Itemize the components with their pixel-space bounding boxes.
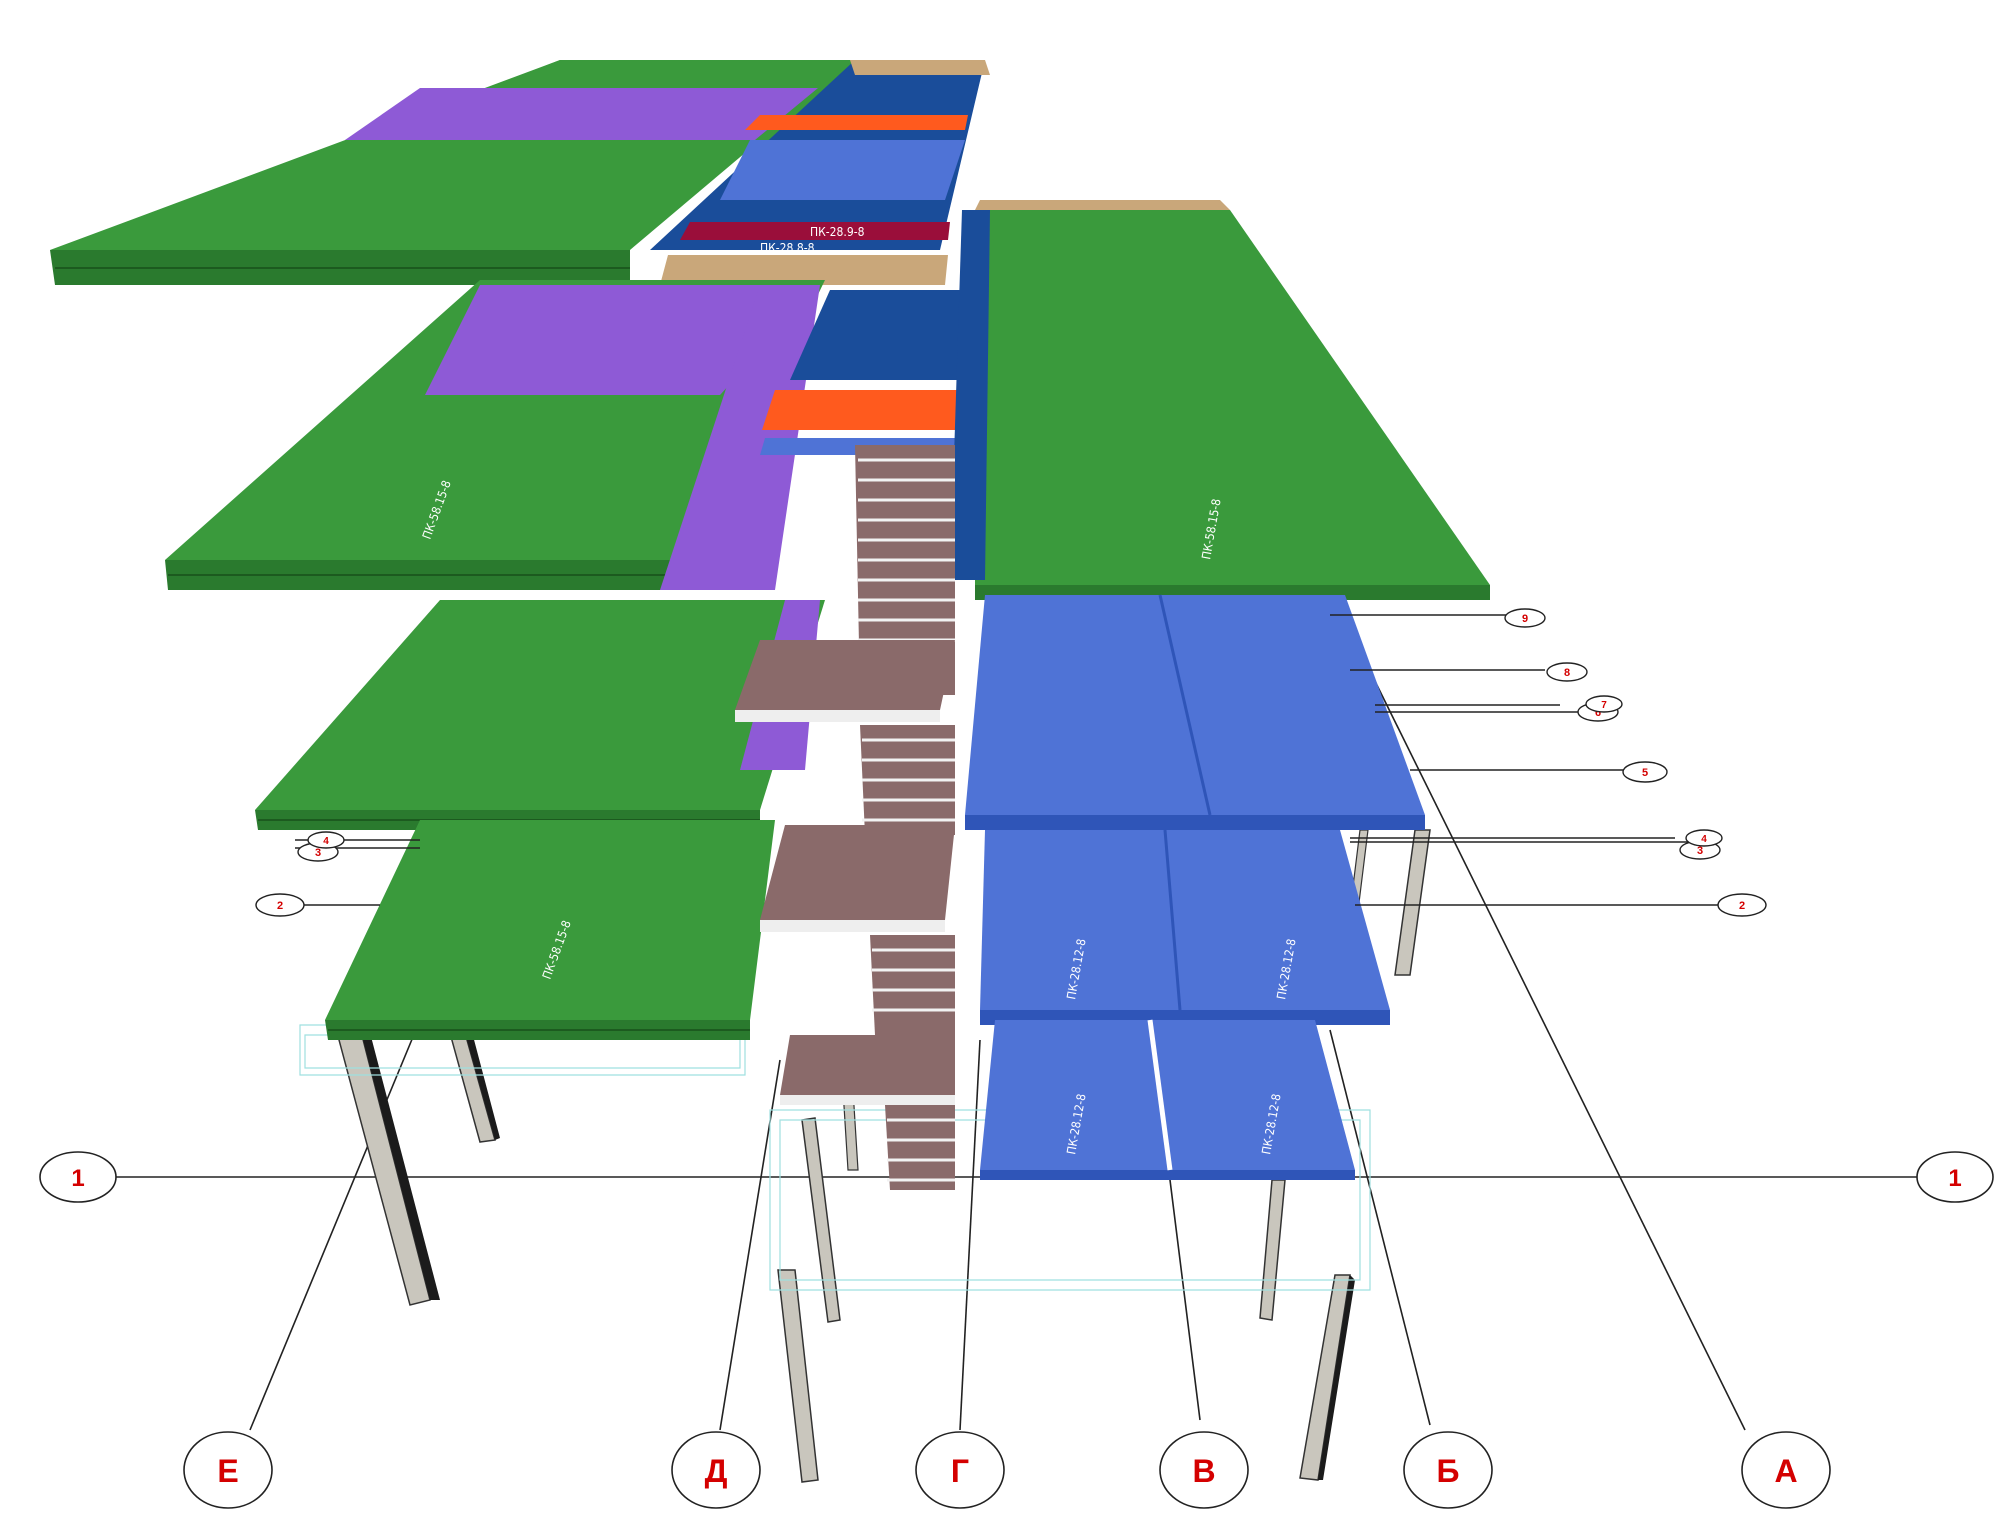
svg-text:Д: Д (705, 1453, 728, 1489)
axis-line-E (249, 1019, 421, 1431)
stair-treads-middle (862, 738, 955, 822)
axis-line-A (1329, 589, 1746, 1431)
svg-text:А: А (1774, 1453, 1797, 1489)
svg-text:7: 7 (1601, 700, 1607, 711)
svg-text:1: 1 (71, 1165, 84, 1192)
level-bubble-8: 8 (1546, 662, 1588, 682)
svg-text:8: 8 (1564, 667, 1570, 679)
svg-text:Б: Б (1437, 1453, 1460, 1489)
level-bubble-4-right: 4 (1685, 829, 1723, 847)
axis-line-D (719, 1059, 781, 1431)
level-bubble-4-left: 4 (307, 831, 345, 849)
axis-bubble-1-right: 1 (1916, 1151, 1994, 1203)
svg-text:Е: Е (217, 1453, 238, 1489)
slab-floor-top-right: ПК-58.15-8 (950, 200, 1490, 600)
level-bubbles-right: 9 8 6 7 5 3 4 2 (1504, 608, 1767, 917)
staircase (735, 445, 955, 1190)
svg-text:5: 5 (1642, 767, 1648, 779)
axis-bubble-D: Д (671, 1431, 761, 1509)
slab-floor-4-left: ПК-58.15-8 (325, 820, 775, 1040)
svg-text:2: 2 (277, 900, 283, 912)
axis-bubble-G: Г (915, 1431, 1005, 1509)
slab-floor-2-right (965, 594, 1425, 830)
axis-bubble-B: Б (1403, 1431, 1493, 1509)
axis-number-bubbles: 1 1 (39, 1151, 1994, 1203)
axis-bubble-E: Е (183, 1431, 273, 1509)
level-bubble-9: 9 (1504, 608, 1546, 628)
axis-line-G (959, 1039, 981, 1431)
svg-text:3: 3 (1697, 845, 1703, 857)
svg-text:9: 9 (1522, 613, 1528, 625)
level-bubble-7: 7 (1585, 695, 1623, 713)
level-bubble-2-right: 2 (1717, 893, 1767, 917)
svg-text:6: 6 (1595, 707, 1601, 719)
slab-floor-2-left: ПК-58.15-8 (165, 280, 975, 590)
slab-floor-top-left: ПК-28.9-8 ПК-28.8-8 (50, 60, 990, 285)
level-bubble-5: 5 (1622, 761, 1668, 783)
axis-bubble-1-left: 1 (39, 1151, 117, 1203)
level-bubbles-left: 3 4 2 (255, 831, 345, 917)
svg-text:2: 2 (1739, 900, 1745, 912)
axis-bubble-A: А (1741, 1431, 1831, 1509)
svg-text:В: В (1192, 1453, 1215, 1489)
axis-letter-bubbles: Е Д Г В Б А (183, 1431, 1831, 1509)
level-bubble-2-left: 2 (255, 893, 305, 917)
svg-text:1: 1 (1948, 1165, 1961, 1192)
axis-line-B (1329, 1029, 1431, 1426)
svg-text:4: 4 (1701, 834, 1707, 845)
axis-bubble-V: В (1159, 1431, 1249, 1509)
slab-floor-3-right: ПК-28.12-8 ПК-28.12-8 (980, 829, 1390, 1025)
stair-treads-bottom (887, 1118, 955, 1182)
slab-label-pk-28-9-8: ПК-28.9-8 (810, 225, 865, 239)
columns (334, 829, 1431, 1483)
stair-treads-lower (872, 948, 955, 1012)
slab-label-pk-28-8-8: ПК-28.8-8 (760, 241, 815, 255)
svg-text:4: 4 (323, 836, 329, 847)
stair-treads-upper (858, 458, 955, 642)
svg-text:3: 3 (315, 847, 321, 859)
svg-text:Г: Г (951, 1453, 969, 1489)
slab-floor-4-right: ПК-28.12-8 ПК-28.12-8 (980, 1019, 1355, 1180)
